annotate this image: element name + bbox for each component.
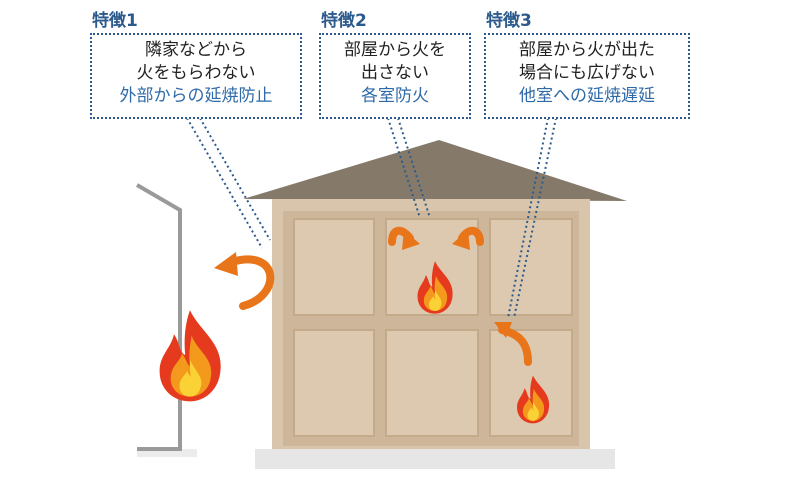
leader-lines	[186, 117, 557, 319]
room-grid	[293, 218, 573, 437]
neighbor-house-outline	[135, 183, 182, 451]
feature-1-title: 特徴1	[92, 11, 138, 31]
house-roof	[243, 140, 627, 201]
feature-1-callout: 隣家などから 火をもらわない 外部からの延焼防止	[90, 33, 302, 119]
flame-icon	[159, 310, 221, 402]
feature-3-highlight: 他室への延焼遅延	[519, 86, 655, 106]
leader-line-1	[186, 117, 263, 249]
room	[293, 329, 375, 437]
feature-3-callout: 部屋から火が出た 場合にも広げない 他室への延焼遅延	[484, 33, 690, 119]
feature-3-title: 特徴3	[486, 11, 532, 31]
arrowhead-icon	[494, 322, 512, 338]
feature-2-line-1: 部屋から火を	[344, 40, 446, 60]
feature-2-highlight: 各室防火	[361, 86, 429, 106]
ground	[255, 449, 615, 469]
room	[385, 329, 479, 437]
feature-1-highlight: 外部からの延焼防止	[119, 86, 273, 106]
leader-line-3	[507, 117, 549, 319]
leader-line-1b	[199, 117, 271, 241]
neighbor-ground	[137, 449, 197, 457]
arrowhead-icon	[402, 230, 420, 250]
arrowheads	[214, 230, 512, 338]
room	[489, 218, 573, 316]
feature-2-callout: 部屋から火を 出さない 各室防火	[319, 33, 471, 119]
feature-1-line-1: 隣家などから	[145, 40, 247, 60]
feature-3-line-2: 場合にも広げない	[519, 63, 655, 83]
feature-1-line-2: 火をもらわない	[136, 63, 256, 83]
feature-2-line-2: 出さない	[361, 63, 429, 83]
curved-arrow-icon	[228, 255, 275, 310]
arrowhead-icon	[452, 230, 470, 250]
leader-line-3b	[513, 117, 557, 319]
house-eave	[272, 199, 590, 207]
room	[293, 218, 375, 316]
arrowhead-icon	[214, 252, 238, 276]
feature-2-title: 特徴2	[321, 11, 367, 31]
feature-3-line-1: 部屋から火が出た	[519, 40, 655, 60]
